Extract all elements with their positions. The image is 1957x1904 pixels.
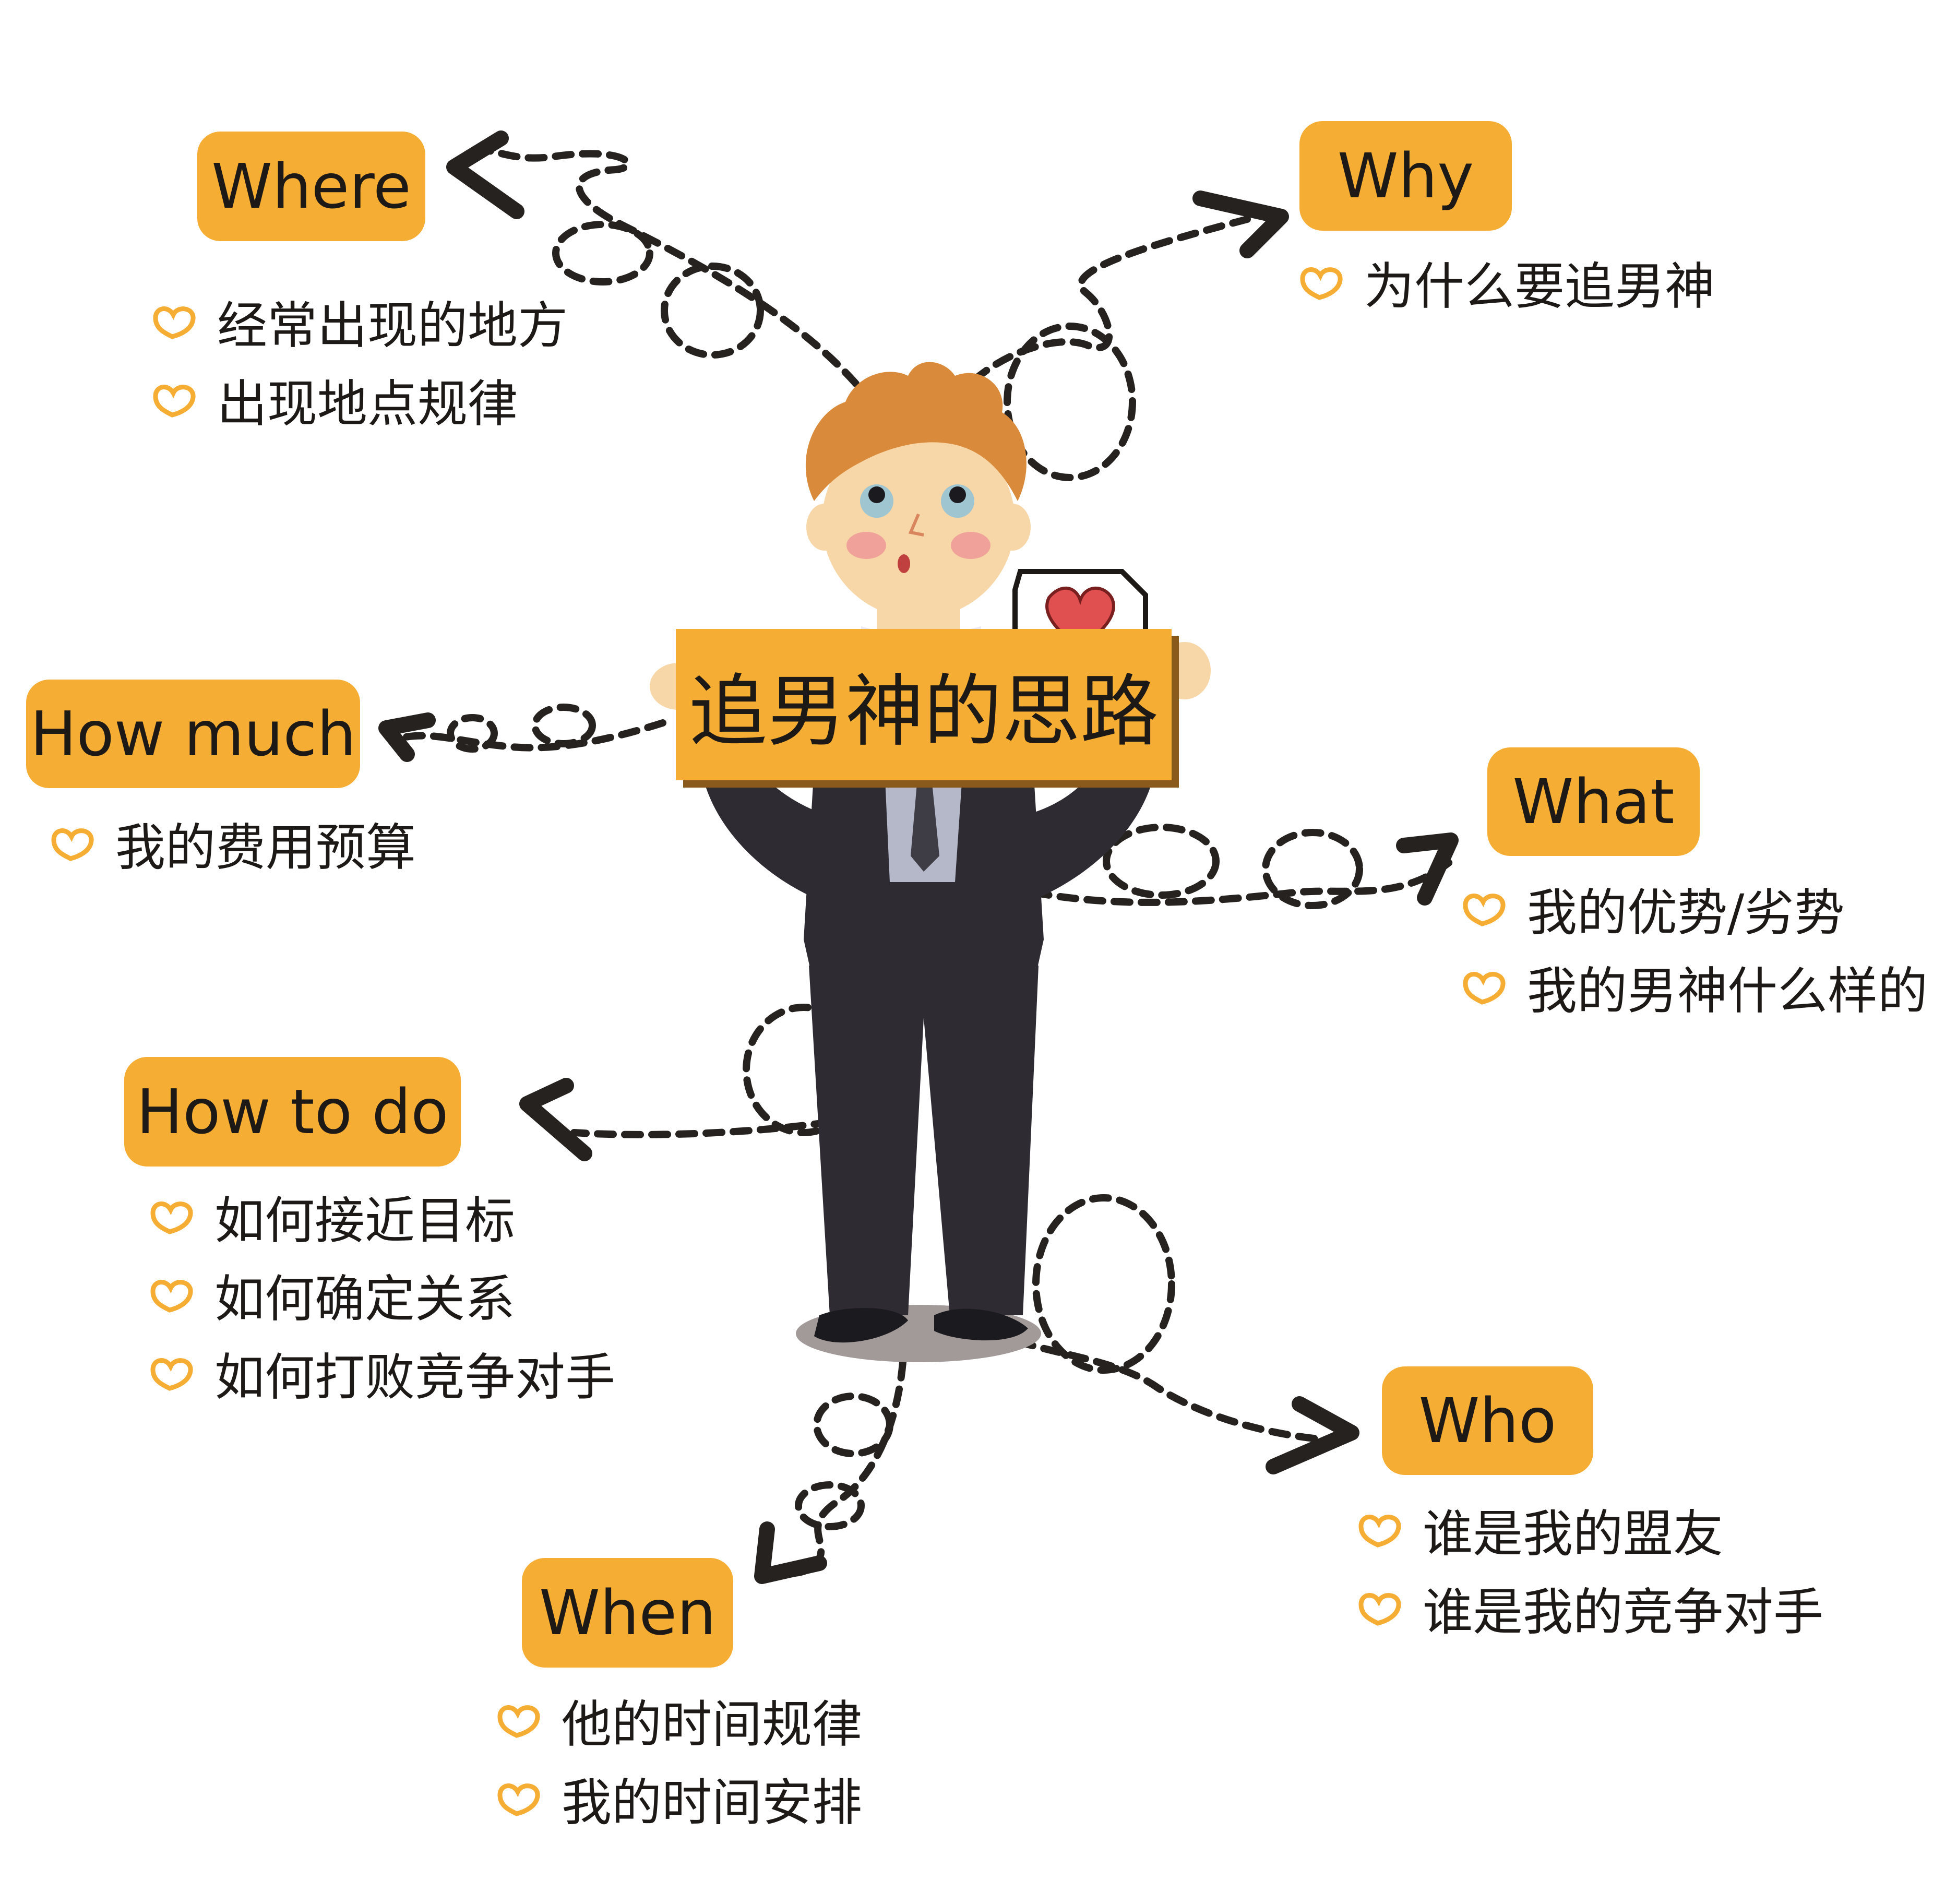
heart-icon — [1358, 1593, 1401, 1626]
item-text: 如何确定关系 — [214, 1269, 515, 1328]
heart-icon — [497, 1705, 540, 1738]
list-item: 我的优势/劣势 — [1461, 869, 1928, 947]
heart-icon — [51, 828, 94, 861]
tag-how-much: How much — [26, 680, 360, 788]
items-when: 他的时间规律 我的时间安排 — [496, 1681, 862, 1837]
items-where: 经常出现的地方 出现地点规律 — [151, 282, 568, 438]
item-text: 经常出现的地方 — [217, 296, 568, 355]
loop-when-1 — [813, 1393, 893, 1457]
arrowhead-who — [1266, 1396, 1359, 1474]
list-item: 如何打败竞争对手 — [149, 1334, 615, 1412]
list-item: 我的男神什么样的 — [1461, 947, 1928, 1026]
items-how-to-do: 如何接近目标 如何确定关系 如何打败竞争对手 — [149, 1177, 615, 1412]
loop-what-1 — [1103, 824, 1220, 899]
loop-what-2 — [1262, 829, 1363, 909]
heart-icon — [150, 1280, 193, 1313]
character-illustration — [650, 362, 1211, 1362]
heart-icon — [150, 1358, 193, 1391]
list-item: 如何接近目标 — [149, 1177, 615, 1255]
list-item: 如何确定关系 — [149, 1255, 615, 1334]
arrowhead-what — [1396, 832, 1459, 906]
list-item: 我的时间安排 — [496, 1759, 862, 1837]
tag-what: What — [1487, 747, 1700, 856]
item-text: 他的时间规律 — [562, 1695, 862, 1754]
arrowhead-why — [1192, 191, 1289, 258]
arrowhead-when — [754, 1521, 827, 1584]
item-text: 出现地点规律 — [217, 374, 518, 433]
loop-who — [1032, 1194, 1175, 1374]
list-item: 经常出现的地方 — [151, 282, 568, 360]
items-how-much: 我的费用预算 — [50, 804, 416, 882]
heart-icon — [150, 1201, 193, 1234]
arrowhead-how-to-do — [519, 1078, 592, 1161]
items-who: 谁是我的盟友 谁是我的竞争对手 — [1357, 1490, 1823, 1647]
list-item: 谁是我的盟友 — [1357, 1490, 1823, 1568]
loop-why — [1004, 323, 1136, 481]
arrowhead-where — [446, 130, 524, 219]
hair — [805, 362, 1027, 501]
item-text: 谁是我的竞争对手 — [1423, 1582, 1823, 1641]
central-title: 追男神的思路 — [676, 629, 1172, 780]
tag-why: Why — [1299, 121, 1512, 231]
heart-icon — [153, 385, 196, 418]
list-item: 谁是我的竞争对手 — [1357, 1568, 1823, 1647]
item-text: 我的男神什么样的 — [1527, 961, 1928, 1020]
arrowhead-how-much — [378, 712, 436, 762]
list-item: 出现地点规律 — [151, 360, 568, 438]
face — [822, 425, 1015, 618]
heart-icon — [153, 306, 196, 339]
heart-icon — [1300, 267, 1343, 300]
item-text: 如何打败竞争对手 — [214, 1348, 615, 1407]
item-text: 为什么要追男神 — [1364, 257, 1715, 316]
loop-where-1 — [552, 221, 653, 285]
list-item: 为什么要追男神 — [1298, 243, 1715, 321]
tag-where: Where — [197, 132, 425, 241]
heart-icon — [497, 1783, 540, 1816]
heart-icon — [1358, 1515, 1401, 1548]
tag-who: Who — [1382, 1366, 1593, 1475]
item-text: 如何接近目标 — [214, 1191, 515, 1250]
item-text: 我的时间安排 — [562, 1773, 862, 1832]
loop-how-much-2 — [447, 714, 498, 753]
arrow-when — [758, 1359, 906, 1580]
loop-where-2 — [661, 263, 764, 359]
arrow-why — [951, 216, 1251, 403]
arrow-how-to-do — [570, 1118, 833, 1138]
item-text: 我的优势/劣势 — [1527, 883, 1845, 942]
heart-icon — [1463, 894, 1506, 926]
arrow-what — [1030, 858, 1454, 906]
list-item: 他的时间规律 — [496, 1681, 862, 1759]
arrow-how-much — [393, 719, 666, 752]
list-item: 我的费用预算 — [50, 804, 416, 882]
tag-how-to-do: How to do — [124, 1057, 461, 1167]
items-why: 为什么要追男神 — [1298, 243, 1715, 321]
item-text: 谁是我的盟友 — [1423, 1504, 1723, 1563]
heart-icon — [1463, 972, 1506, 1005]
arrow-where — [471, 147, 860, 387]
tag-when: When — [522, 1558, 733, 1668]
item-text: 我的费用预算 — [115, 818, 416, 877]
loop-when-2 — [795, 1481, 865, 1530]
items-what: 我的优势/劣势 我的男神什么样的 — [1461, 869, 1928, 1026]
loop-how-much-1 — [531, 704, 596, 747]
